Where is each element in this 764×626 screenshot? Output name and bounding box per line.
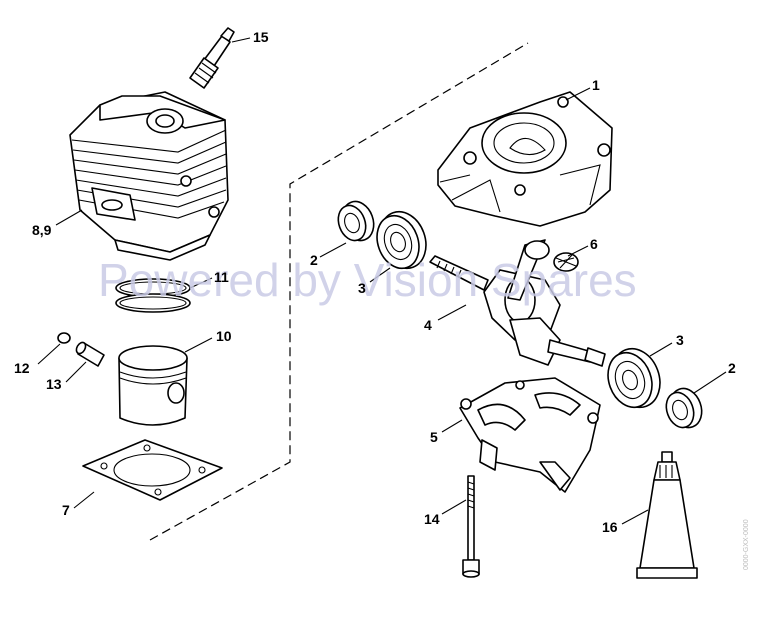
callout-15: 15 bbox=[253, 29, 269, 45]
leader-lines bbox=[37, 37, 727, 525]
callout-4: 4 bbox=[424, 317, 432, 333]
watermark-text: Powered by Vision Spares bbox=[98, 254, 637, 306]
callout-2-lower: 2 bbox=[728, 360, 736, 376]
callout-14: 14 bbox=[424, 511, 440, 527]
callout-2-upper: 2 bbox=[310, 252, 318, 268]
part-screw[interactable] bbox=[462, 475, 480, 578]
part-oil-seal-lower[interactable] bbox=[662, 384, 707, 432]
callout-10: 10 bbox=[216, 328, 232, 344]
part-circlip[interactable] bbox=[57, 332, 71, 344]
part-crankcase-half-upper[interactable] bbox=[437, 91, 613, 227]
part-needle-cage[interactable] bbox=[553, 252, 579, 272]
part-ball-bearing-upper[interactable] bbox=[370, 205, 434, 275]
callout-6: 6 bbox=[590, 236, 598, 252]
side-code: 0000-GXX-0000 bbox=[743, 519, 750, 570]
callout-12: 12 bbox=[14, 360, 30, 376]
callout-7: 7 bbox=[62, 502, 70, 518]
callout-3-lower: 3 bbox=[676, 332, 684, 348]
part-piston-rings[interactable] bbox=[115, 278, 191, 313]
part-grease-tube[interactable] bbox=[636, 451, 698, 579]
callout-16: 16 bbox=[602, 519, 618, 535]
part-cylinder-gasket[interactable] bbox=[82, 439, 223, 501]
part-ball-bearing-lower[interactable] bbox=[601, 342, 668, 414]
part-piston-pin[interactable] bbox=[75, 341, 105, 367]
part-crankcase-half-lower[interactable] bbox=[459, 377, 601, 493]
part-piston[interactable] bbox=[118, 345, 188, 426]
assembly-boundary-dashed-line bbox=[149, 42, 529, 541]
part-oil-seal-upper[interactable] bbox=[334, 197, 379, 245]
part-crankshaft[interactable] bbox=[429, 239, 606, 367]
callout-5: 5 bbox=[430, 429, 438, 445]
callout-13: 13 bbox=[46, 376, 62, 392]
part-spark-plug[interactable] bbox=[189, 27, 235, 89]
callout-3-upper: 3 bbox=[358, 280, 366, 296]
callout-8-9: 8,9 bbox=[32, 222, 52, 238]
part-cylinder[interactable] bbox=[69, 91, 229, 261]
callout-1: 1 bbox=[592, 77, 600, 93]
callout-11: 11 bbox=[214, 269, 229, 285]
